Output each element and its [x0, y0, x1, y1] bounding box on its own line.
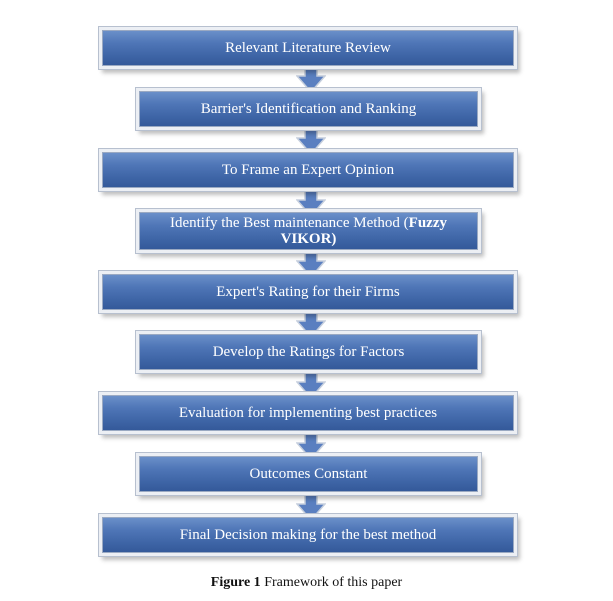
step-label: Final Decision making for the best metho… — [179, 527, 437, 543]
step-label: Evaluation for implementing best practic… — [178, 405, 438, 421]
step-develop-ratings: Develop the Ratings for Factors — [139, 334, 478, 370]
step-label: Barrier's Identification and Ranking — [200, 101, 417, 117]
step-evaluation: Evaluation for implementing best practic… — [102, 395, 514, 431]
step-barrier-identification: Barrier's Identification and Ranking — [139, 91, 478, 127]
down-arrow-1 — [296, 62, 326, 92]
step-final-decision: Final Decision making for the best metho… — [102, 517, 514, 553]
step-label: Develop the Ratings for Factors — [212, 344, 405, 360]
step-outcomes-constant: Outcomes Constant — [139, 456, 478, 492]
step-expert-opinion: To Frame an Expert Opinion — [102, 152, 514, 188]
down-arrow-2 — [296, 124, 326, 154]
caption-text: Framework of this paper — [260, 575, 403, 590]
down-arrow-7 — [296, 429, 326, 459]
step-literature-review: Relevant Literature Review — [102, 30, 514, 66]
step-label: To Frame an Expert Opinion — [221, 162, 395, 178]
down-arrow-8 — [296, 490, 326, 520]
down-arrow-5 — [296, 307, 326, 337]
step-label: Relevant Literature Review — [225, 40, 391, 56]
down-arrow-4 — [296, 247, 326, 277]
figure-caption: Figure 1 Framework of this paper — [0, 575, 613, 591]
step-label: Outcomes Constant — [249, 466, 368, 482]
method-name: Fuzzy VIKOR) — [280, 215, 447, 247]
step-label: Identify the Best maintenance Method (Fu… — [169, 215, 447, 247]
step-best-maintenance-method: Identify the Best maintenance Method (Fu… — [139, 212, 478, 250]
figure-label: Figure 1 — [210, 575, 261, 590]
step-expert-rating: Expert's Rating for their Firms — [102, 274, 514, 310]
step-label: Expert's Rating for their Firms — [216, 284, 400, 300]
down-arrow-6 — [296, 368, 326, 398]
down-arrow-3 — [296, 186, 326, 216]
